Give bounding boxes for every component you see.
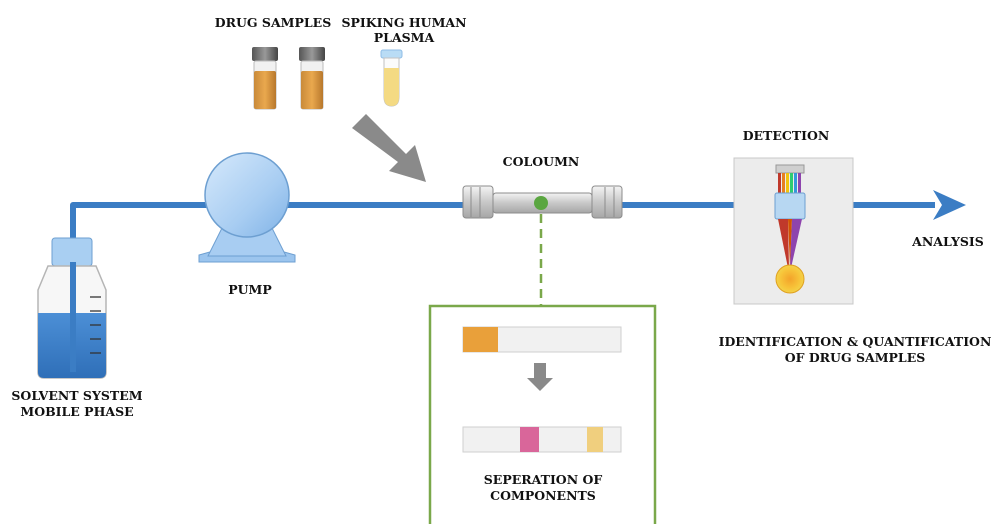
label-solvent-line1: SOLVENT SYSTEM	[11, 388, 143, 403]
label-solvent-line2: MOBILE PHASE	[20, 404, 134, 419]
label-separation-line1: SEPERATION OF	[483, 472, 603, 487]
column-icon	[462, 185, 623, 219]
label-analysis: ANALYSIS	[912, 234, 984, 249]
injection-arrow-icon	[352, 114, 426, 182]
label-column: COLOUMN	[502, 154, 580, 169]
plasma-test-tube	[380, 49, 403, 107]
label-identification-line1: IDENTIFICATION & QUANTIFICATION	[718, 334, 992, 349]
separation-arrow-icon	[527, 363, 553, 391]
band-before-sample	[463, 327, 498, 352]
label-pump: PUMP	[228, 282, 272, 297]
label-separation-line2: COMPONENTS	[490, 488, 596, 503]
band-after-pink	[520, 427, 539, 452]
detector-icon	[733, 157, 854, 305]
label-drug-samples: DRUG SAMPLES	[214, 15, 332, 30]
drug-sample-vial-1	[252, 47, 278, 110]
label-spiking-line1: SPIKING HUMAN	[341, 15, 467, 30]
band-after-yellow	[587, 427, 603, 452]
solvent-bottle	[37, 237, 107, 379]
pump-icon	[198, 152, 296, 263]
separation-box	[428, 304, 657, 524]
flow-arrowhead-icon	[933, 190, 966, 220]
label-detection: DETECTION	[742, 128, 830, 143]
label-spiking-line2: PLASMA	[373, 30, 435, 45]
label-identification-line2: OF DRUG SAMPLES	[784, 350, 926, 365]
drug-sample-vial-2	[299, 47, 325, 110]
